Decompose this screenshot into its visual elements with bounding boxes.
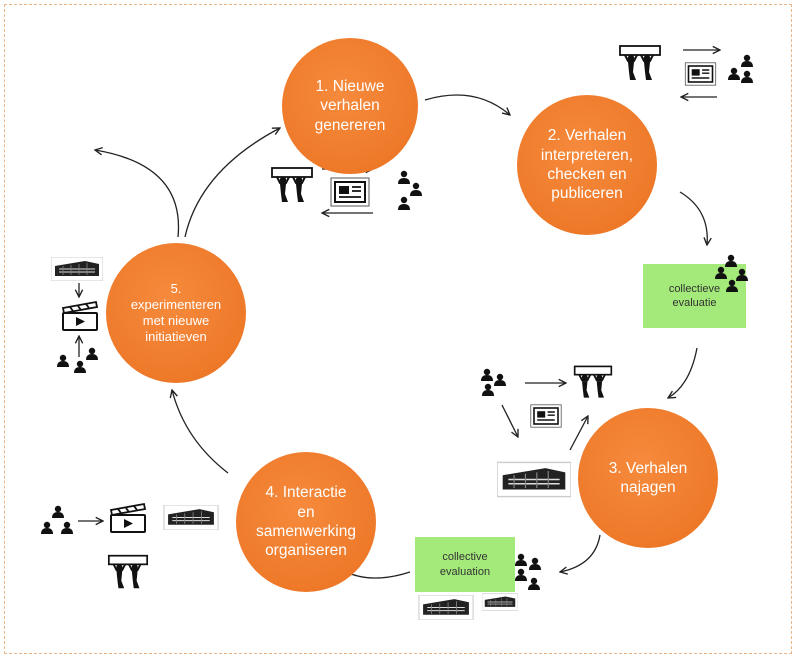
arrow-step4-to-step5: [172, 390, 229, 474]
step-1-node: 1. Nieuwe verhalen genereren: [282, 38, 418, 174]
evaluation-box-1: collectieve evaluatie: [643, 264, 746, 328]
evaluation-box-2: collective evaluation: [415, 537, 515, 592]
people-icon: [56, 346, 100, 376]
step-3-label: 3. Verhalen najagen: [608, 459, 688, 496]
evaluation-box-2-label: collective evaluation: [439, 551, 491, 578]
evaluation-box-1-label: collectieve evaluatie: [668, 282, 721, 309]
arrow-step1-to-step2: [424, 94, 510, 115]
newspaper-icon: [684, 62, 717, 86]
newspaper-icon: [330, 177, 370, 207]
people-icon: [40, 505, 76, 539]
diagram-frame: [4, 4, 792, 654]
journalists-icon: [616, 44, 664, 82]
step-5-node: 5. experimenteren met nieuwe initiatieve…: [106, 243, 246, 383]
journalists-icon: [571, 364, 615, 400]
video-clapper-icon: [60, 298, 100, 332]
step-4-label: 4. Interactie en samenwerking organisere…: [256, 484, 356, 560]
arrow-step5-to-exit: [95, 150, 180, 238]
people-icon: [396, 170, 426, 212]
arrow-eval1-to-step3: [668, 347, 698, 398]
journalists-icon: [105, 553, 151, 591]
people-icon: [514, 553, 544, 593]
people-icon: [727, 54, 755, 86]
people-icon: [714, 254, 750, 294]
step-4-node: 4. Interactie en samenwerking organisere…: [236, 452, 376, 592]
building-icon: [162, 505, 220, 530]
step-3-node: 3. Verhalen najagen: [578, 408, 718, 548]
arrow-step2-to-eval1: [679, 191, 707, 245]
journalists-icon: [268, 166, 316, 204]
newspaper-icon: [530, 404, 562, 428]
building-icon: [416, 595, 476, 620]
step-1-label: 1. Nieuwe verhalen genereren: [314, 77, 386, 134]
video-clapper-icon: [108, 500, 148, 534]
arrow-step5-to-step1: [184, 128, 280, 238]
step-2-node: 2. Verhalen interpreteren, checken en pu…: [517, 95, 657, 235]
arrow-step3-to-eval2: [560, 534, 601, 572]
arrow-detail-3b: [501, 404, 518, 437]
people-icon: [480, 368, 508, 398]
arrow-detail-3c: [569, 416, 588, 451]
building-icon: [497, 461, 571, 498]
step-2-label: 2. Verhalen interpreteren, checken en pu…: [540, 127, 634, 203]
step-5-label: 5. experimenteren met nieuwe initiatieve…: [130, 280, 222, 345]
building-icon: [51, 257, 103, 281]
building-icon: [482, 593, 518, 611]
